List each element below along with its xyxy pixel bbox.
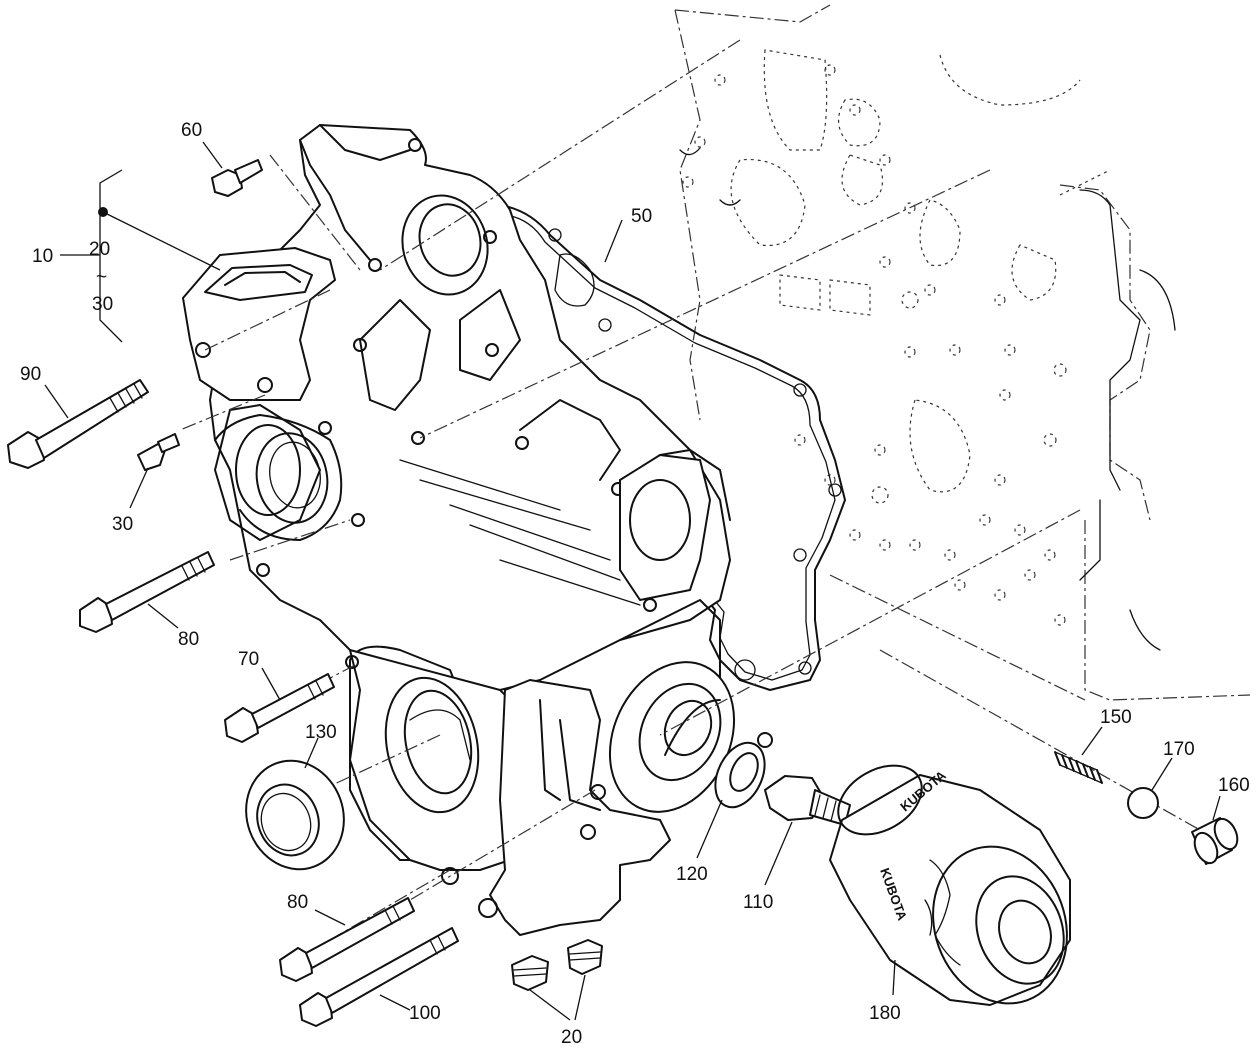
bolt-80-lower <box>279 897 415 982</box>
callout-90: 90 <box>20 364 41 385</box>
pin-30 <box>137 433 180 471</box>
bolt-80-upper <box>79 551 215 633</box>
callout-range-tilde: ~ <box>96 267 107 288</box>
callout-150: 150 <box>1100 707 1132 728</box>
callout-80-upper: 80 <box>178 629 199 650</box>
callout-20-range-start: 20 <box>89 239 110 260</box>
callout-50: 50 <box>631 206 652 227</box>
callout-30: 30 <box>112 514 133 535</box>
bolt-70 <box>224 673 335 743</box>
bolt-60 <box>211 159 263 197</box>
callout-20-plugs: 20 <box>561 1027 582 1048</box>
gear-case <box>209 124 731 871</box>
callout-110: 110 <box>743 892 773 913</box>
callout-10: 10 <box>32 246 53 267</box>
engine-block <box>674 4 1251 701</box>
callout-130: 130 <box>305 722 337 743</box>
callout-70: 70 <box>238 649 259 670</box>
oring-120 <box>714 741 766 809</box>
callouts: 10 20 ~ 30 60 50 90 30 80 70 130 150 170… <box>20 120 1250 1048</box>
leader-lines <box>44 141 1221 1021</box>
callout-80-lower: 80 <box>287 892 308 913</box>
oil-filter-180: KUBOTA KUBOTA <box>829 764 1071 1006</box>
oil-filter-bracket <box>441 449 773 936</box>
callout-120: 120 <box>676 864 708 885</box>
callout-30-range-end: 30 <box>92 294 113 315</box>
callout-180: 180 <box>869 1003 901 1024</box>
ball-170 <box>1127 787 1159 819</box>
oil-seal-130 <box>245 759 345 871</box>
plugs-20 <box>511 939 603 991</box>
assembly-dot <box>98 207 108 217</box>
gasket-50 <box>499 204 846 691</box>
callout-100: 100 <box>409 1003 441 1024</box>
sleeve-160 <box>1191 817 1239 865</box>
callout-60: 60 <box>181 120 202 141</box>
nipple-110 <box>764 775 851 826</box>
bolt-100 <box>299 927 459 1027</box>
callout-170: 170 <box>1163 739 1195 760</box>
callout-160: 160 <box>1218 775 1250 796</box>
bolt-90 <box>7 379 149 469</box>
spring-150 <box>1054 751 1103 784</box>
